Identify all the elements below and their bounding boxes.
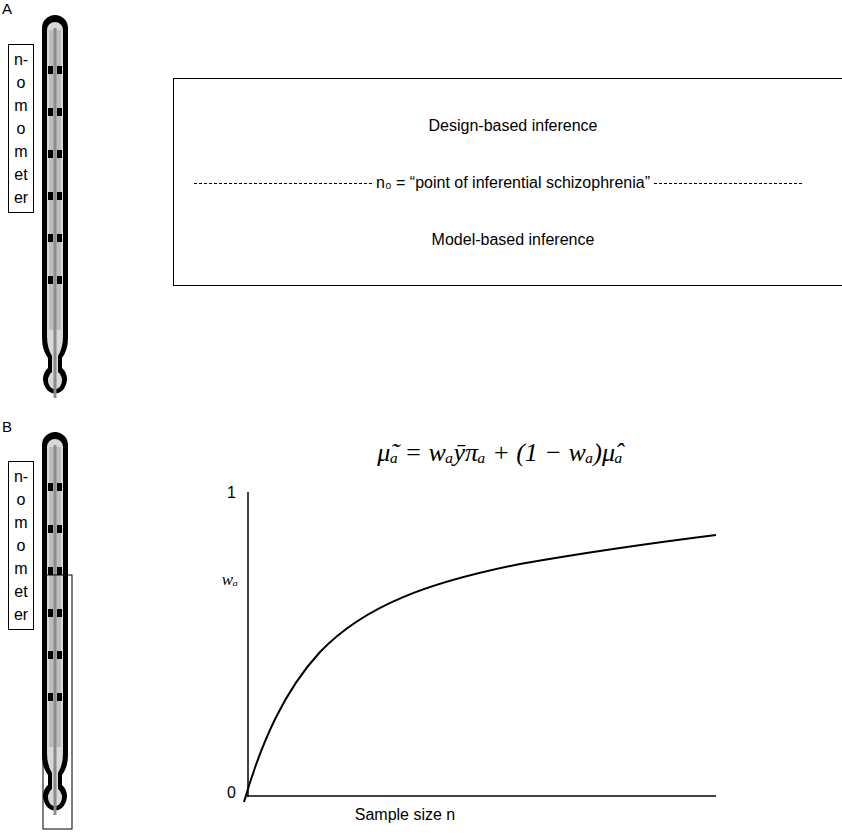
axis-label: Sample size n [355, 806, 456, 824]
panel-letter: A [2, 0, 12, 17]
node-text: n₀ = “point of inferential schizophrenia… [372, 174, 654, 191]
axis-label: wₐ [222, 570, 238, 590]
thermometer [42, 15, 68, 398]
node-text: Model-based inference [432, 231, 595, 249]
axis-tick: 1 [227, 484, 236, 502]
formula: μ̃ₐ = wₐȳπₐ + (1 − wₐ)μ̂ₐ [377, 438, 622, 468]
y-axis [247, 492, 249, 797]
bracket-box [43, 575, 72, 829]
x-axis [247, 795, 716, 797]
gauge-label-box: n-omometer [8, 44, 34, 213]
gauge-label-box: n-omometer [8, 461, 34, 630]
node-text: Design-based inference [429, 117, 598, 135]
panel-letter: B [2, 418, 12, 435]
node-text: n-omometer [13, 465, 29, 626]
threshold-row: n₀ = “point of inferential schizophrenia… [194, 174, 832, 192]
axis-tick: 0 [227, 784, 236, 802]
inference-box: Design-based inference n₀ = “point of inf… [173, 78, 842, 286]
node-text: n-omometer [13, 48, 29, 209]
weight-curve [244, 535, 716, 802]
thermometer [42, 432, 68, 815]
